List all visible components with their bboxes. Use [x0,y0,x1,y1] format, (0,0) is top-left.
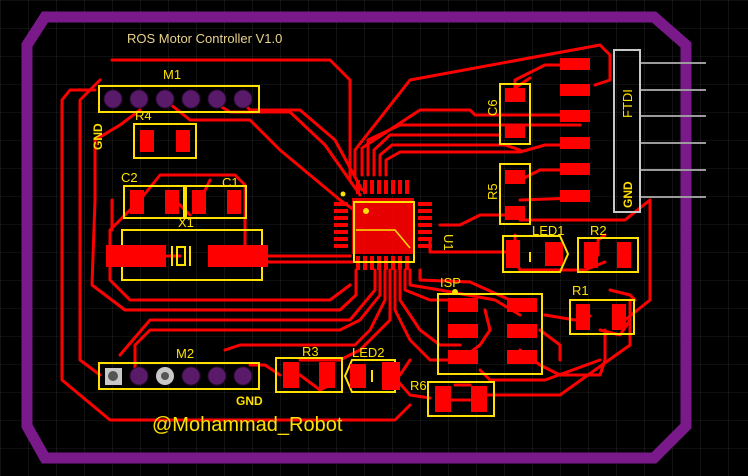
r4-component [133,123,197,159]
c1-component [185,185,247,219]
label-ftdi: FTDI [620,89,635,118]
led1-component [502,235,570,273]
label-gnd-m1: GND [91,123,105,150]
label-r5: R5 [485,183,500,200]
label-r3: R3 [302,344,319,359]
r3-component [275,357,343,393]
x1-crystal [106,229,268,281]
label-isp: ISP [440,275,461,290]
r1-component [569,299,635,335]
r6-component [427,381,495,417]
label-u1: U1 [441,234,456,251]
label-ftdi-gnd: GND [621,181,635,208]
label-led1: LED1 [532,223,565,238]
r5-component [499,163,531,225]
label-c2: C2 [121,170,138,185]
board-title: ROS Motor Controller V1.0 [127,31,282,46]
u1-ic [334,180,432,270]
label-c1: C1 [222,175,239,190]
label-r4: R4 [135,108,152,123]
label-r6: R6 [410,378,427,393]
ftdi-header [560,49,641,213]
r2-component [577,237,639,273]
label-c6: C6 [485,99,500,116]
label-r1: R1 [572,283,589,298]
m1-header [98,85,260,113]
c6-component [499,83,531,145]
isp-connector [437,289,543,375]
label-gnd-m2: GND [236,394,263,408]
label-x1: X1 [178,215,194,230]
m1-outline [98,85,260,113]
board-outline [21,11,692,464]
ftdi-leads [640,62,706,198]
m1-pins [103,89,253,109]
label-m2: M2 [176,346,194,361]
m2-outline [98,362,260,390]
c2-component [123,185,185,219]
m2-header [98,362,260,390]
label-r2: R2 [590,223,607,238]
label-led2: LED2 [352,345,385,360]
credit-text: @Mohammad_Robot [152,414,343,436]
label-m1: M1 [163,67,181,82]
led2-component [343,359,400,393]
m2-pins [129,366,253,386]
